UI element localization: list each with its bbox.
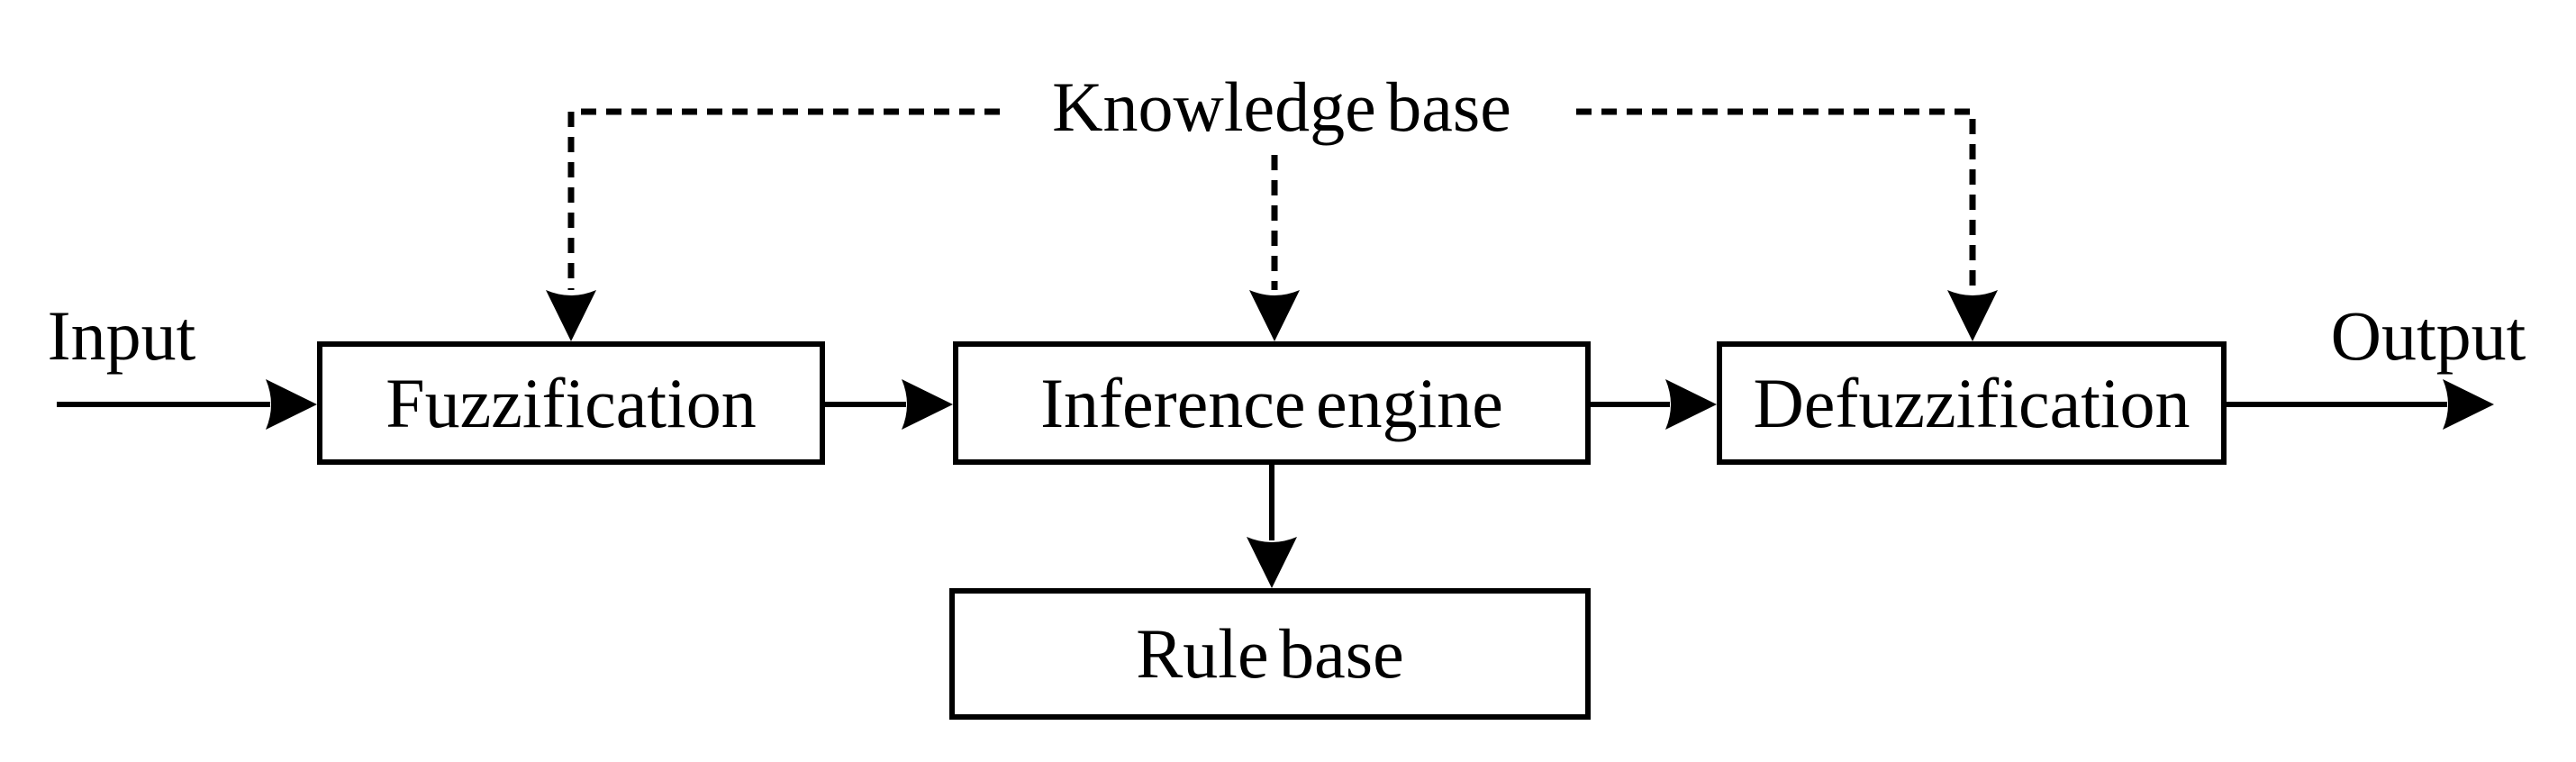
- output-label: Output: [2330, 296, 2526, 375]
- output-arrowhead-icon: [2443, 379, 2494, 430]
- inference-to-rulebase-arrowhead-icon: [1247, 537, 1297, 588]
- input-arrow: [57, 379, 317, 430]
- inference-to-defuzzification-arrow: [1591, 379, 1717, 430]
- fuzzification-box: Fuzzification: [317, 341, 825, 465]
- kb-to-defuzzification-arrowhead-icon: [1947, 290, 1998, 341]
- input-arrowhead-icon: [266, 379, 317, 430]
- inference-to-defuzzification-arrowhead-icon: [1665, 379, 1717, 430]
- output-arrow: [2227, 379, 2494, 430]
- kb-to-fuzzification-arrowhead-icon: [546, 290, 596, 341]
- inference-engine-box-label: Inference engine: [1040, 363, 1503, 442]
- fuzzification-box-label: Fuzzification: [385, 363, 757, 442]
- kb-to-defuzzification-dashed-arrow: [1576, 108, 1998, 341]
- rule-base-box-label: Rule base: [1136, 614, 1404, 693]
- inference-engine-box: Inference engine: [953, 341, 1591, 465]
- kb-to-inference-dashed-arrow: [1249, 155, 1300, 341]
- inference-to-rulebase-arrow: [1247, 465, 1297, 588]
- fuzzification-to-inference-arrow: [825, 379, 953, 430]
- kb-to-fuzzification-dashed-arrow: [546, 108, 1000, 341]
- fuzzification-to-inference-arrowhead-icon: [902, 379, 953, 430]
- kb-to-inference-arrowhead-icon: [1249, 290, 1300, 341]
- defuzzification-box-label: Defuzzification: [1753, 363, 2191, 442]
- kb-to-fuzzification-dashed-line: [567, 108, 1000, 290]
- defuzzification-box: Defuzzification: [1717, 341, 2227, 465]
- kb-to-defuzzification-dashed-line: [1576, 108, 1976, 290]
- knowledge-base-label: Knowledge base: [1052, 68, 1511, 146]
- input-label: Input: [47, 296, 196, 375]
- rule-base-box: Rule base: [949, 588, 1591, 720]
